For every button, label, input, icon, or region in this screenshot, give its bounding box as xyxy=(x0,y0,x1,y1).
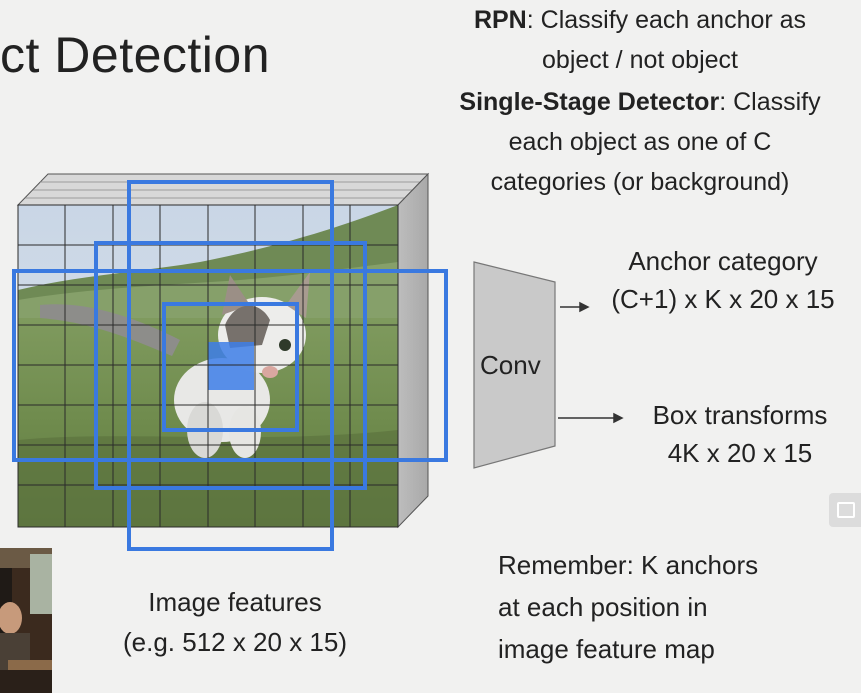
box-transforms-label: Box transforms 4K x 20 x 15 xyxy=(622,396,858,472)
rpn-text-2: object / not object xyxy=(542,46,738,74)
ssd-text-3: categories (or background) xyxy=(490,168,790,196)
slide-title: ct Detection xyxy=(0,27,271,83)
ssd-text-1: : Classify xyxy=(719,88,821,116)
anchor-box-tall xyxy=(127,180,334,551)
box-transforms-shape: 4K x 20 x 15 xyxy=(667,438,813,468)
remember-note: Remember: K anchors at each position in … xyxy=(498,544,758,670)
image-features-shape: (e.g. 512 x 20 x 15) xyxy=(122,627,348,657)
rpn-text-1: : Classify each anchor as xyxy=(526,6,807,34)
speaker-video-thumbnail xyxy=(0,548,52,693)
anchor-category-shape: (C+1) x K x 20 x 15 xyxy=(611,284,835,314)
output-arrows xyxy=(558,301,624,424)
image-features-title: Image features xyxy=(148,587,322,617)
image-features-label: Image features (e.g. 512 x 20 x 15) xyxy=(80,582,390,662)
anchor-category-label: Anchor category (C+1) x K x 20 x 15 xyxy=(586,242,860,318)
feature-grid xyxy=(17,204,399,528)
conv-label: Conv xyxy=(480,350,541,380)
rpn-label: RPN xyxy=(473,6,527,34)
picture-in-picture-icon[interactable] xyxy=(829,493,861,527)
remember-line-3: image feature map xyxy=(498,634,715,664)
ssd-label: Single-Stage Detector xyxy=(459,88,720,116)
remember-line-2: at each position in xyxy=(498,592,708,622)
highlight-cell xyxy=(208,342,254,390)
remember-line-1: Remember: K anchors xyxy=(498,550,759,580)
anchor-box-small xyxy=(162,302,299,432)
anchor-box-wide xyxy=(12,269,448,462)
anchor-box-square xyxy=(94,241,367,490)
anchor-category-title: Anchor category xyxy=(628,246,818,276)
conv-block xyxy=(473,261,556,469)
box-transforms-title: Box transforms xyxy=(652,400,828,430)
feature-volume-top xyxy=(16,173,430,206)
anchor-boxes xyxy=(12,180,448,551)
rpn-description: RPN: Classify each anchor as object / no… xyxy=(415,0,861,80)
feature-volume-side xyxy=(397,172,429,529)
ssd-description: Single-Stage Detector: Classify each obj… xyxy=(415,82,861,202)
ssd-text-2: each object as one of C xyxy=(508,128,772,156)
